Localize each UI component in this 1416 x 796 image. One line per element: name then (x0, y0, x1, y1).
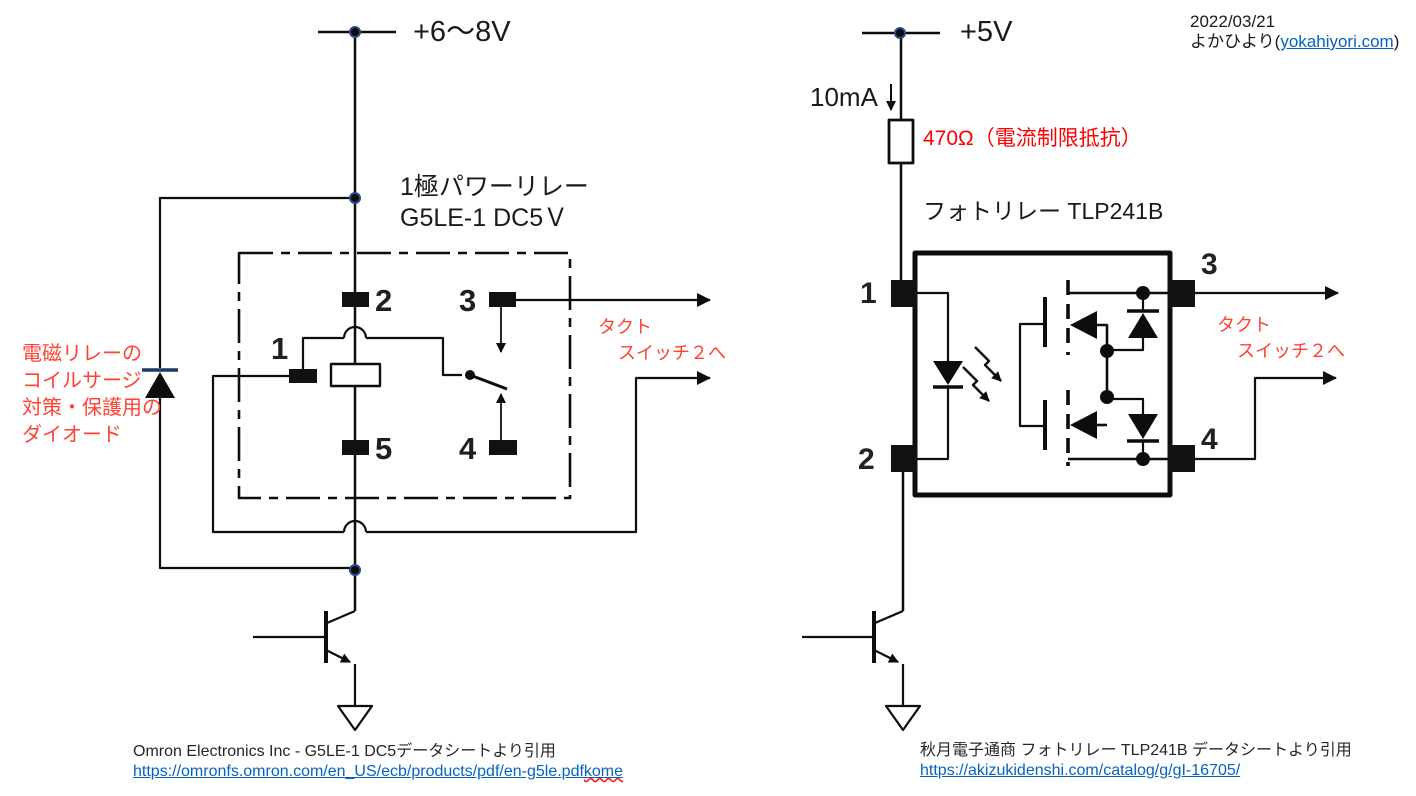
photorelay-pin-label-3: 3 (1201, 248, 1218, 281)
source-link-left-main[interactable]: https://omronfs.omron.com/en_US/ecb/prod… (133, 763, 584, 780)
source-link-left[interactable]: https://omronfs.omron.com/en_US/ecb/prod… (133, 763, 623, 780)
npn-transistor-left (253, 609, 374, 732)
left-circuit (142, 26, 710, 732)
ground-symbol-left (336, 704, 374, 732)
site-credit-link[interactable]: yokahiyori.com (1280, 32, 1394, 51)
junction-dot-right (894, 27, 906, 39)
source-credit-left: Omron Electronics Inc - G5LE-1 DC5データシート… (133, 743, 556, 760)
relay-coil (329, 362, 382, 388)
site-credit-prefix: よかひより( (1190, 32, 1281, 51)
diode-annotation-line2: コイルサージ (22, 370, 142, 392)
relay-pin-label-4: 4 (459, 431, 477, 466)
relay-title-line2: G5LE-1 DC5Ｖ (400, 204, 569, 232)
source-credit-right: 秋月電子通商 フォトリレー TLP241B データシートより引用 (920, 742, 1352, 759)
date-label: 2022/03/21 (1190, 12, 1276, 31)
flyback-diode (142, 196, 355, 570)
right-circuit (802, 27, 1339, 732)
pin1-to-switch2-wire (211, 376, 710, 534)
photorelay-pin-label-4: 4 (1201, 423, 1218, 456)
supply-voltage-label-right: +5V (960, 16, 1013, 48)
relay-pin-pads (289, 292, 517, 455)
pin4-to-switch2-wire-right (1195, 371, 1337, 461)
source-link-left-typo[interactable]: kome (583, 763, 624, 780)
tact-switch-note-right-line1: タクト (1217, 315, 1271, 335)
source-link-right[interactable]: https://akizukidenshi.com/catalog/g/gI-1… (920, 762, 1241, 779)
current-label: 10mA (810, 82, 878, 112)
mosfet-source-arrows (1070, 311, 1097, 439)
source-link-left-wrap: https://omronfs.omron.com/en_US/ecb/prod… (133, 763, 623, 781)
mosfet-gate (1018, 297, 1047, 450)
resistor-label: 470Ω（電流制限抵抗） (923, 127, 1142, 150)
diode-triangle (145, 372, 175, 398)
mosfet-connections (1068, 291, 1168, 461)
current-limit-resistor (887, 118, 915, 165)
source-link-right-wrap: https://akizukidenshi.com/catalog/g/gI-1… (920, 762, 1240, 780)
photorelay-outline (912, 250, 1173, 498)
led-symbol (917, 291, 963, 461)
photorelay-pin-label-2: 2 (858, 443, 875, 476)
tact-switch-note-right-line2: スイッチ２へ (1237, 341, 1345, 361)
relay-pin-label-1: 1 (271, 331, 289, 366)
relay-coil-wire (301, 325, 508, 391)
diode-annotation-line4: ダイオード (22, 424, 122, 446)
diode-annotation-line1: 電磁リレーの (22, 343, 142, 365)
light-emission-arrows (962, 346, 1002, 402)
led-triangle (933, 361, 963, 385)
photorelay-pin-label-1: 1 (860, 277, 877, 310)
npn-transistor-right (802, 609, 922, 732)
body-diode-bottom (1107, 397, 1159, 459)
body-diode-top (1107, 293, 1159, 352)
photorelay-pin-pads (891, 280, 1195, 472)
site-credit: よかひより(yokahiyori.com) (1190, 32, 1399, 52)
tact-switch-note-left-line1: タクト (598, 317, 652, 337)
relay-outline (237, 251, 572, 500)
junction-dots-left (349, 26, 361, 576)
diode-annotation-line3: 対策・保護用の (22, 397, 162, 419)
relay-title-line1: 1極パワーリレー (400, 173, 589, 201)
site-credit-suffix: ) (1393, 32, 1400, 51)
relay-pin-label-3: 3 (459, 283, 477, 318)
relay-pin-label-2: 2 (375, 283, 393, 318)
photorelay-title: フォトリレー TLP241B (923, 198, 1164, 224)
supply-voltage-label-left: +6～8V (413, 16, 511, 48)
switch-lever (469, 373, 508, 391)
mosfet-junction-dots (1100, 286, 1150, 466)
relay-pin-label-5: 5 (375, 431, 393, 466)
ground-symbol-right (884, 704, 922, 732)
tact-switch-note-left-line2: スイッチ２へ (618, 343, 726, 363)
diode-annotation: 電磁リレーの コイルサージ 対策・保護用の ダイオード (22, 341, 162, 449)
